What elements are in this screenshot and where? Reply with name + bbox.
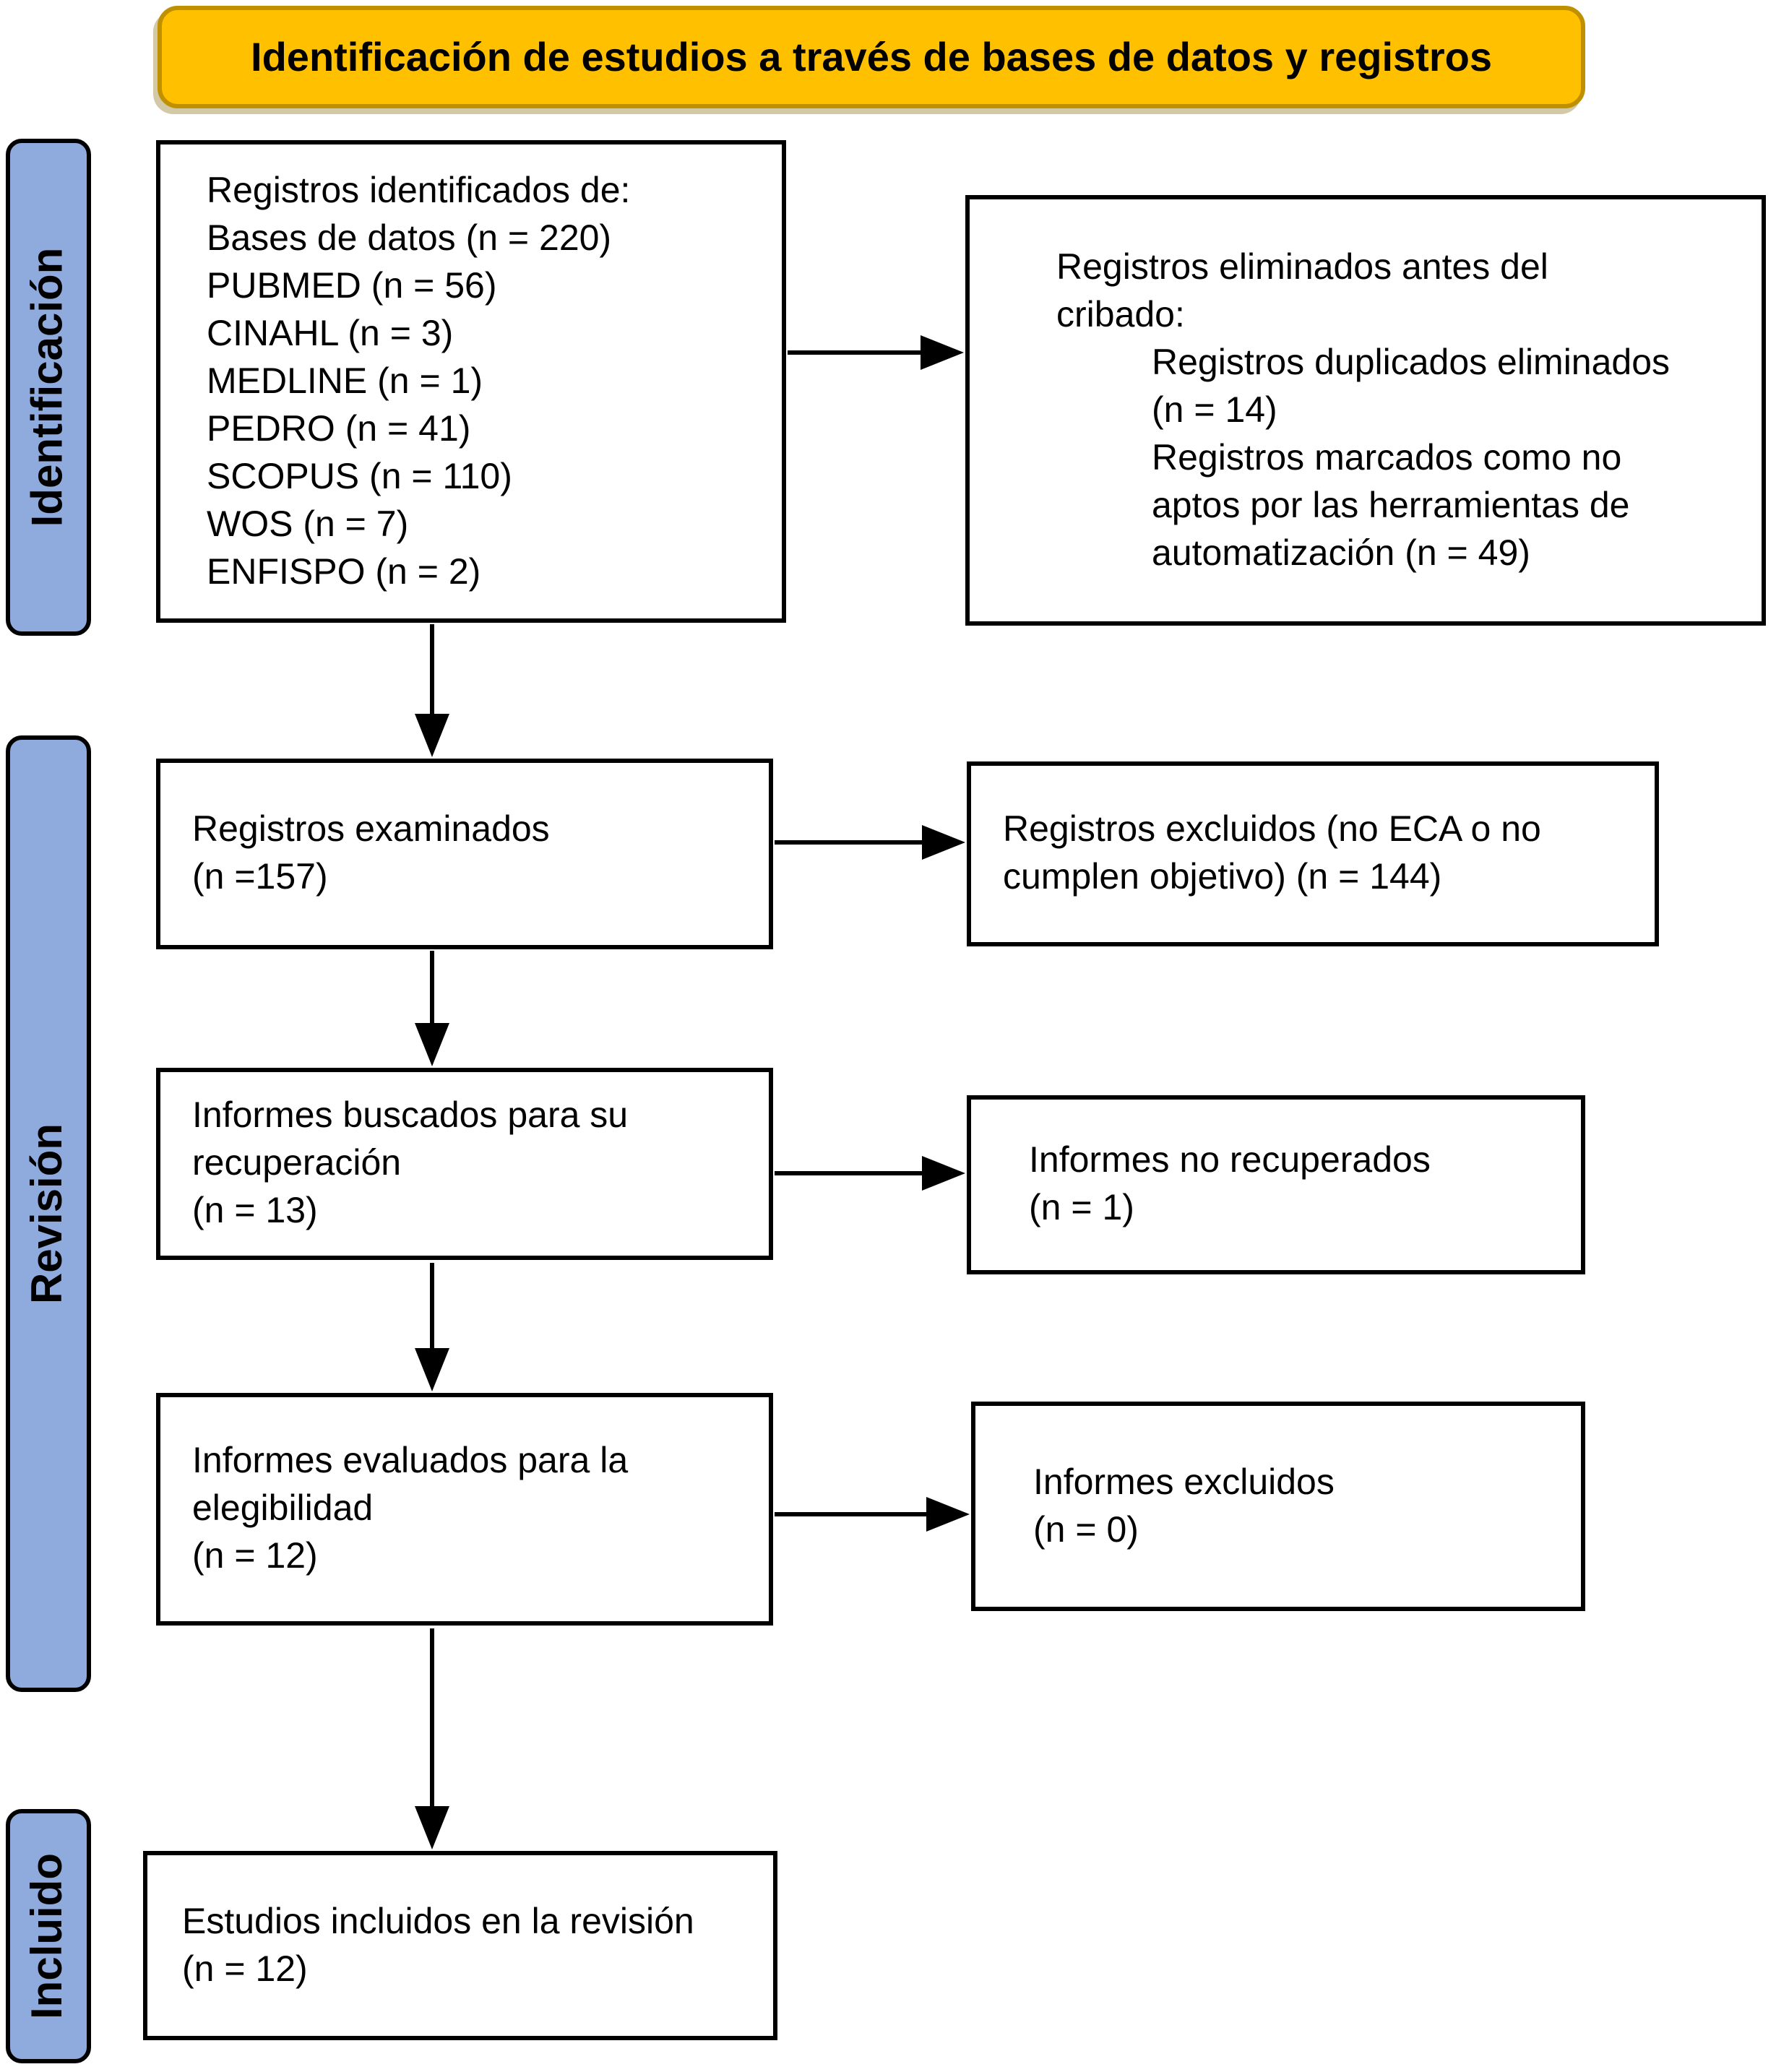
- box-records-screened-text: Registros examinados (n =157): [192, 809, 550, 897]
- banner: Identificación de estudios a través de b…: [158, 6, 1585, 108]
- stage-revision-text: Revisión: [24, 1123, 72, 1305]
- box-reports-sought: Informes buscados para su recuperación (…: [156, 1068, 773, 1260]
- box-reports-assessed: Informes evaluados para la elegibilidad …: [156, 1393, 773, 1626]
- box-reports-not-retrieved: Informes no recuperados (n = 1): [967, 1095, 1585, 1274]
- stage-label-identificacion: Identificación: [6, 139, 91, 636]
- box-reports-excluded-text: Informes excluidos (n = 0): [1033, 1462, 1335, 1550]
- banner-title: Identificación de estudios a través de b…: [251, 34, 1492, 79]
- box-records-excluded: Registros excluidos (no ECA o no cumplen…: [967, 761, 1659, 946]
- box-records-identified-text: Registros identificados de: Bases de dat…: [207, 170, 631, 592]
- box-records-removed-title: Registros eliminados antes del cribado:: [1056, 246, 1548, 334]
- box-reports-not-retrieved-text: Informes no recuperados (n = 1): [1029, 1140, 1431, 1228]
- box-records-removed-before-screening: Registros eliminados antes del cribado: …: [965, 195, 1766, 626]
- box-records-identified: Registros identificados de: Bases de dat…: [156, 140, 786, 623]
- box-records-removed-item-automation: Registros marcados como no aptos por las…: [1152, 437, 1630, 573]
- box-studies-included: Estudios incluidos en la revisión (n = 1…: [143, 1851, 777, 2040]
- box-reports-assessed-text: Informes evaluados para la elegibilidad …: [192, 1441, 629, 1576]
- box-reports-excluded: Informes excluidos (n = 0): [971, 1402, 1585, 1611]
- stage-incluido-text: Incluido: [24, 1853, 72, 2019]
- box-records-screened: Registros examinados (n =157): [156, 759, 773, 949]
- stage-identificacion-text: Identificación: [24, 247, 72, 527]
- box-reports-sought-text: Informes buscados para su recuperación (…: [192, 1095, 629, 1231]
- box-records-excluded-text: Registros excluidos (no ECA o no cumplen…: [1003, 809, 1541, 897]
- box-studies-included-text: Estudios incluidos en la revisión (n = 1…: [182, 1901, 694, 1989]
- box-records-removed-item-duplicates: Registros duplicados eliminados (n = 14): [1152, 342, 1671, 430]
- stage-label-incluido: Incluido: [6, 1809, 91, 2063]
- stage-label-revision: Revisión: [6, 735, 91, 1692]
